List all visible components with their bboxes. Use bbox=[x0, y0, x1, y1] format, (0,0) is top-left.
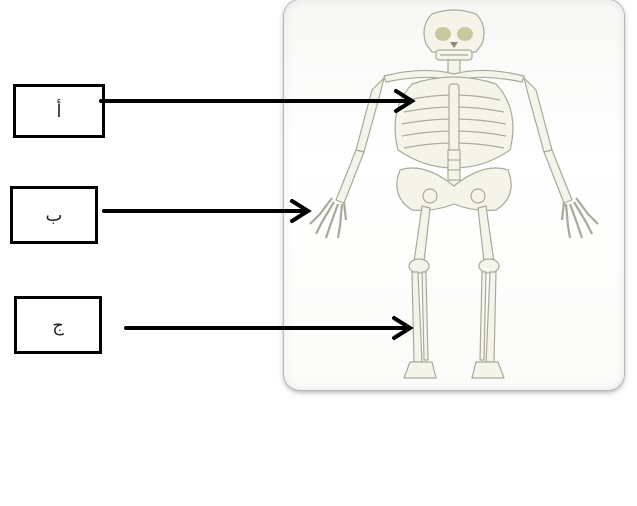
pointer-arrows bbox=[0, 0, 637, 506]
